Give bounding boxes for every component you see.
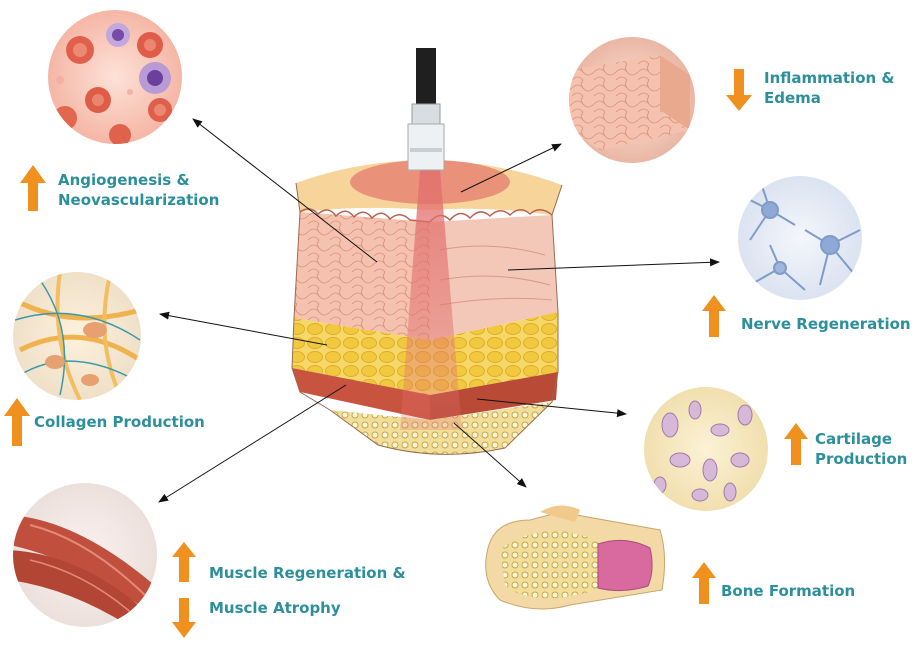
up-arrow-icon	[172, 542, 196, 582]
up-arrow-icon	[784, 423, 808, 465]
pointer-lines	[158, 118, 720, 503]
up-arrow-icon	[692, 562, 716, 604]
muscle-regeneration-label: Muscle Regeneration &	[209, 564, 406, 582]
nerve-cells-circle	[738, 176, 862, 300]
up-arrow-icon	[20, 165, 46, 211]
down-arrow-icon	[172, 598, 196, 638]
bone-formation-label: Bone Formation	[721, 582, 856, 600]
muscle-atrophy-label: Muscle Atrophy	[209, 599, 341, 617]
bone-section	[485, 505, 666, 610]
down-arrow-icon	[726, 69, 752, 111]
muscle-fibers-circle	[13, 483, 157, 627]
up-arrow-icon	[702, 295, 726, 337]
angiogenesis-label-line1: Angiogenesis &	[58, 171, 190, 189]
blood-cells-circle	[48, 10, 182, 144]
inflammation-label-line1: Inflammation &	[764, 69, 895, 87]
tissue-cross-section	[291, 160, 563, 455]
cartilage-label-line2: Production	[815, 450, 908, 468]
cartilage-production-label: Cartilage Production	[815, 429, 907, 469]
inflammation-label: Inflammation & Edema	[764, 68, 894, 108]
up-arrow-icon	[4, 398, 30, 446]
angiogenesis-label-line2: Neovascularization	[58, 191, 220, 209]
inflammation-label-line2: Edema	[764, 89, 821, 107]
skin-surface-circle	[569, 37, 695, 163]
collagen-production-label: Collagen Production	[34, 413, 205, 431]
nerve-regeneration-label: Nerve Regeneration	[741, 315, 911, 333]
cartilage-label-line1: Cartilage	[815, 430, 893, 448]
angiogenesis-label: Angiogenesis & Neovascularization	[58, 170, 219, 210]
cartilage-cells-circle	[644, 387, 768, 511]
shockwave-probe	[407, 48, 445, 171]
collagen-fibers-circle	[13, 272, 141, 400]
